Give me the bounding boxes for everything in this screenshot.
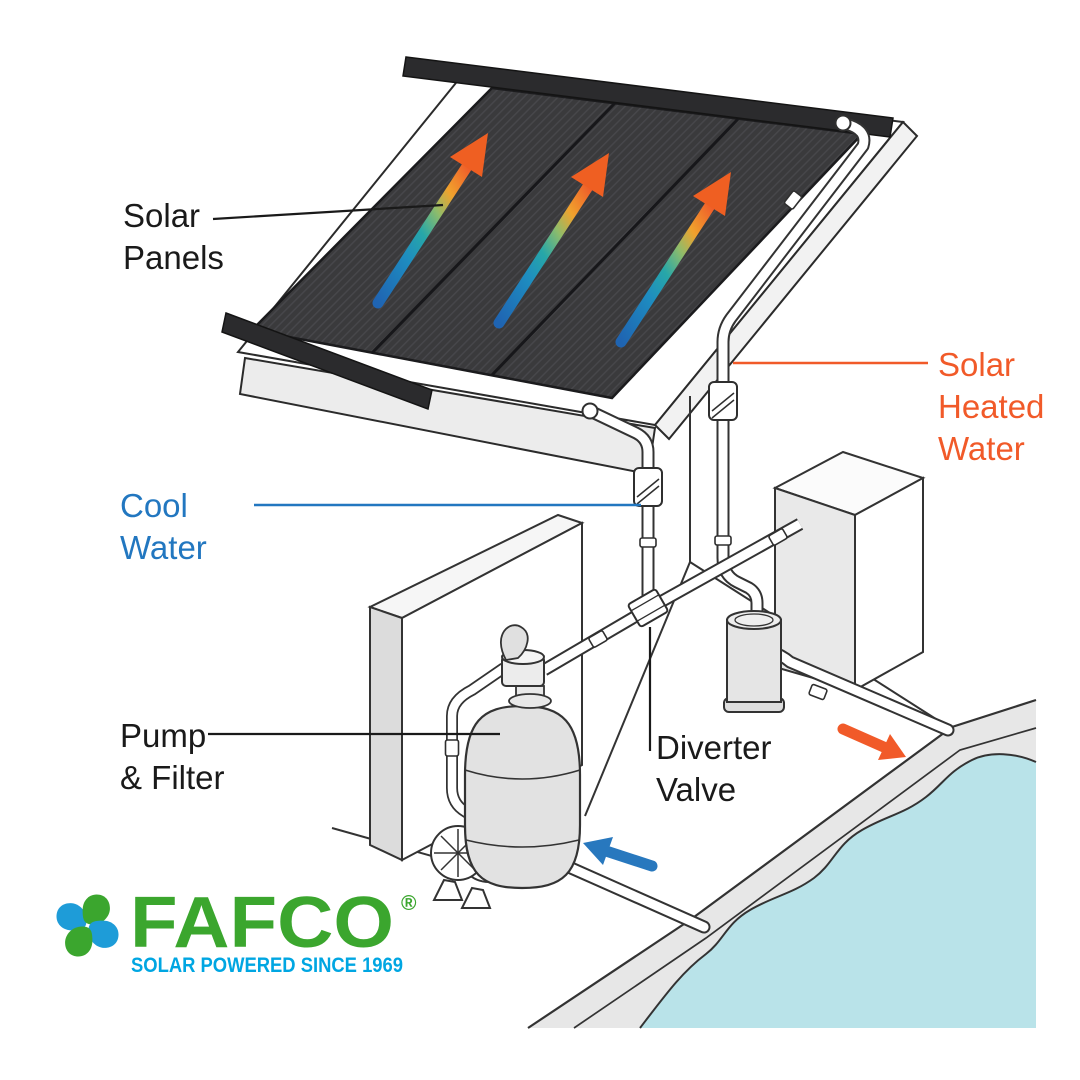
pump-filter-unit <box>430 624 711 934</box>
fafco-wordmark: FAFCO <box>130 883 394 963</box>
main-feed-pipe <box>540 518 804 676</box>
solar-heated-water-label: Solar <box>938 346 1015 383</box>
pump-filter-label: & Filter <box>120 759 225 796</box>
pipe-end-cap <box>581 402 599 420</box>
cool-water-riser-pipe <box>581 402 663 600</box>
solar-heated-water-label: Heated <box>938 388 1044 425</box>
diverter-valve-label: Valve <box>656 771 736 808</box>
ground-line <box>584 561 691 817</box>
panel-flow-arrow <box>615 172 731 348</box>
solar-panels-label: Solar <box>123 197 200 234</box>
panel-seam <box>490 117 740 377</box>
panel-flow-arrow <box>493 153 609 329</box>
fafco-logo: FAFCO ® SOLAR POWERED SINCE 1969 <box>56 883 417 977</box>
solar-panels-leader-line <box>212 203 444 221</box>
cool-water-label: Water <box>120 529 207 566</box>
diverter-valve-tee <box>627 588 669 628</box>
panel-flow-arrow <box>372 133 488 309</box>
solar-panels-label: Panels <box>123 239 224 276</box>
heated-flow-arrow <box>837 723 906 760</box>
diverter-valve-label: Diverter <box>656 729 772 766</box>
heater-box <box>772 450 926 692</box>
pool-water <box>640 754 1036 1028</box>
solar-heated-water-label: Water <box>938 430 1025 467</box>
pump-motor-fins <box>434 829 482 877</box>
cool-flow-arrow <box>583 837 658 872</box>
solar-panel-array <box>221 56 894 411</box>
pump-filter-label: Pump <box>120 717 206 754</box>
callouts: Solar Panels Solar Heated Water Cool Wat… <box>120 197 1044 808</box>
water-edge-line <box>639 753 1037 1029</box>
valve-handle <box>500 624 529 661</box>
filter-loop-pipe <box>444 663 508 840</box>
filter-tank <box>463 685 582 890</box>
fafco-tagline: SOLAR POWERED SINCE 1969 <box>131 954 403 977</box>
check-valve-fitting <box>633 467 663 507</box>
registered-trademark-symbol: ® <box>401 892 417 915</box>
panel-seam <box>370 101 617 355</box>
surge-tank <box>723 610 785 713</box>
heated-water-riser-pipe <box>708 114 871 618</box>
panel-top-mounting-bar <box>402 56 894 138</box>
pipe-elbow-fitting <box>834 114 852 132</box>
panel-bottom-mounting-bar <box>221 311 433 411</box>
fafco-logo-mark <box>56 894 119 957</box>
pool <box>527 698 1037 1029</box>
cool-water-label: Cool <box>120 487 188 524</box>
check-valve-fitting <box>708 381 738 421</box>
multiport-valve <box>500 624 545 687</box>
